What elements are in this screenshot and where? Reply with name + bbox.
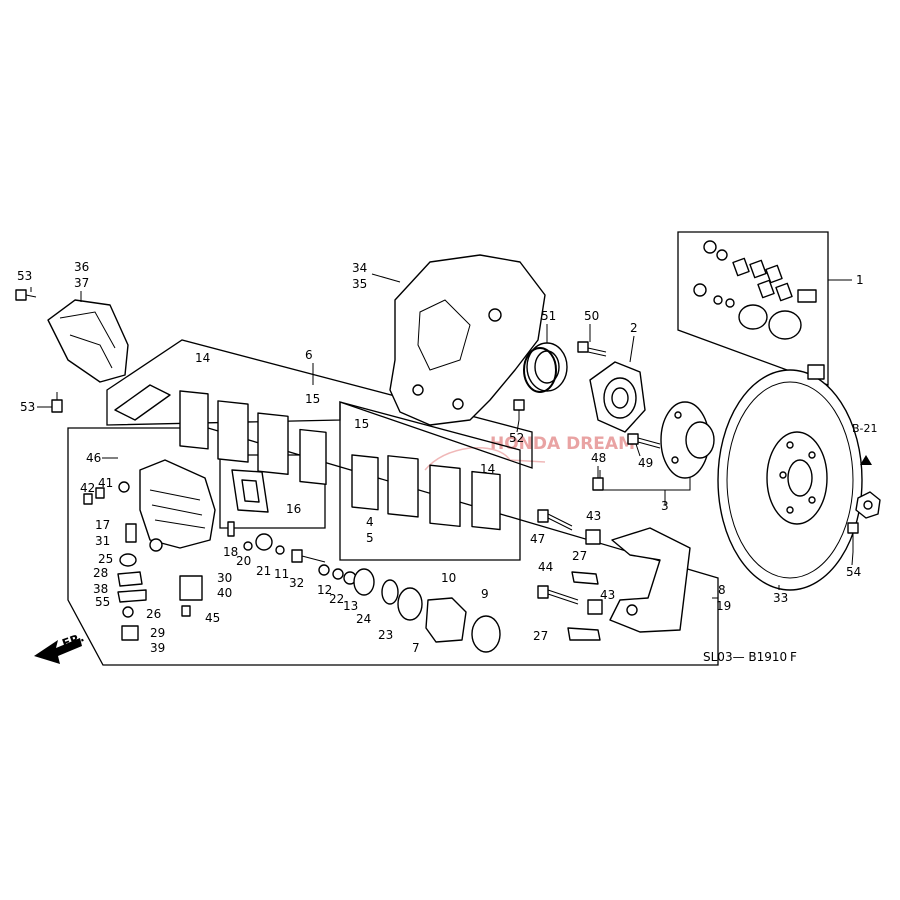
up-arrow-icon bbox=[860, 455, 872, 465]
callout-34: 34 bbox=[352, 261, 367, 275]
callout-26: 26 bbox=[146, 607, 161, 621]
callout-4: 4 bbox=[366, 515, 374, 529]
callout-14b: 14 bbox=[480, 462, 495, 476]
watermark-car-icon bbox=[424, 447, 546, 471]
bolt-53-bottom bbox=[51, 392, 63, 413]
callout-31: 31 bbox=[95, 534, 110, 548]
hub-bearing-2 bbox=[589, 361, 646, 433]
splash-shield-part bbox=[389, 254, 546, 426]
bolt-54 bbox=[847, 522, 859, 552]
seal-kit-parts bbox=[693, 240, 825, 380]
bolt-49 bbox=[627, 433, 661, 449]
callout-12: 12 bbox=[317, 583, 332, 597]
shim-16 bbox=[231, 469, 269, 513]
callout-15a: 15 bbox=[305, 392, 320, 406]
callout-50: 50 bbox=[584, 309, 599, 323]
callout-11: 11 bbox=[274, 567, 289, 581]
callout-14a: 14 bbox=[195, 351, 210, 365]
wheel-hub-3 bbox=[660, 401, 715, 479]
callout-24: 24 bbox=[356, 612, 371, 626]
callout-45: 45 bbox=[205, 611, 220, 625]
callout-44: 44 bbox=[538, 560, 553, 574]
callout-22: 22 bbox=[329, 592, 344, 606]
callout-10: 10 bbox=[441, 571, 456, 585]
callout-15b: 15 bbox=[354, 417, 369, 431]
bolt-52 bbox=[513, 399, 525, 420]
callout-17: 17 bbox=[95, 518, 110, 532]
callout-47: 47 bbox=[530, 532, 545, 546]
callout-3: 3 bbox=[661, 499, 669, 513]
callout-55: 55 bbox=[95, 595, 110, 609]
callout-49: 49 bbox=[638, 456, 653, 470]
bolt-53-top bbox=[15, 289, 37, 301]
callout-43b: 43 bbox=[600, 588, 615, 602]
callout-13: 13 bbox=[343, 599, 358, 613]
callout-1: 1 bbox=[856, 273, 864, 287]
hub-nut bbox=[855, 491, 881, 519]
brake-pads-group bbox=[114, 384, 501, 531]
callout-37: 37 bbox=[74, 276, 89, 290]
callout-23: 23 bbox=[378, 628, 393, 642]
callout-51: 51 bbox=[541, 309, 556, 323]
callout-28: 28 bbox=[93, 566, 108, 580]
callout-20: 20 bbox=[236, 554, 251, 568]
callout-25: 25 bbox=[98, 552, 113, 566]
callout-27b: 27 bbox=[533, 629, 548, 643]
diagram-code-suffix: F bbox=[790, 650, 797, 664]
callout-18: 18 bbox=[223, 545, 238, 559]
callout-53a: 53 bbox=[17, 269, 32, 283]
seal-kit-frame-1 bbox=[677, 231, 829, 386]
callout-48: 48 bbox=[591, 451, 606, 465]
callout-52: 52 bbox=[509, 431, 524, 445]
callout-21: 21 bbox=[256, 564, 271, 578]
callout-27a: 27 bbox=[572, 549, 587, 563]
bolt-48 bbox=[592, 477, 604, 491]
leader-lines bbox=[30, 273, 854, 590]
inner-pad-frame-4 bbox=[339, 401, 521, 561]
bolt-50 bbox=[577, 341, 607, 357]
callout-2: 2 bbox=[630, 321, 638, 335]
callout-30: 30 bbox=[217, 571, 232, 585]
caliper-bracket bbox=[609, 527, 691, 633]
callout-43a: 43 bbox=[586, 509, 601, 523]
front-direction-arrow: FR. bbox=[34, 630, 86, 664]
callout-35: 35 bbox=[352, 277, 367, 291]
ref-label: B-21 bbox=[852, 422, 878, 435]
callout-54: 54 bbox=[846, 565, 861, 579]
callout-36: 36 bbox=[74, 260, 89, 274]
callout-8: 8 bbox=[718, 583, 726, 597]
fr-label: FR. bbox=[60, 630, 86, 651]
callout-38: 38 bbox=[93, 582, 108, 596]
callout-6: 6 bbox=[305, 348, 313, 362]
callout-7: 7 bbox=[412, 641, 420, 655]
callout-42: 42 bbox=[80, 481, 95, 495]
pad-set-frame-6 bbox=[106, 339, 533, 469]
small-parts bbox=[83, 481, 603, 653]
callout-16: 16 bbox=[286, 502, 301, 516]
brake-disc-33 bbox=[717, 369, 863, 591]
callout-53b: 53 bbox=[20, 400, 35, 414]
callout-9: 9 bbox=[481, 587, 489, 601]
callout-labels: 1 2 3 4 5 6 7 8 9 10 11 12 13 14 14 15 1… bbox=[17, 260, 864, 655]
callout-41: 41 bbox=[98, 476, 113, 490]
diagram-code: SL03— B1910 bbox=[703, 650, 787, 664]
callout-32: 32 bbox=[289, 576, 304, 590]
callout-19: 19 bbox=[716, 599, 731, 613]
callout-33: 33 bbox=[773, 591, 788, 605]
dust-seal-51 bbox=[523, 342, 568, 393]
shim-frame-16 bbox=[219, 454, 326, 529]
watermark-text: HONDA DREAM bbox=[490, 434, 635, 454]
callout-39: 39 bbox=[150, 641, 165, 655]
grease-packet bbox=[114, 384, 171, 421]
callout-5: 5 bbox=[366, 531, 374, 545]
callout-40: 40 bbox=[217, 586, 232, 600]
callout-29: 29 bbox=[150, 626, 165, 640]
callout-46: 46 bbox=[86, 451, 101, 465]
caliper-body bbox=[139, 459, 216, 552]
